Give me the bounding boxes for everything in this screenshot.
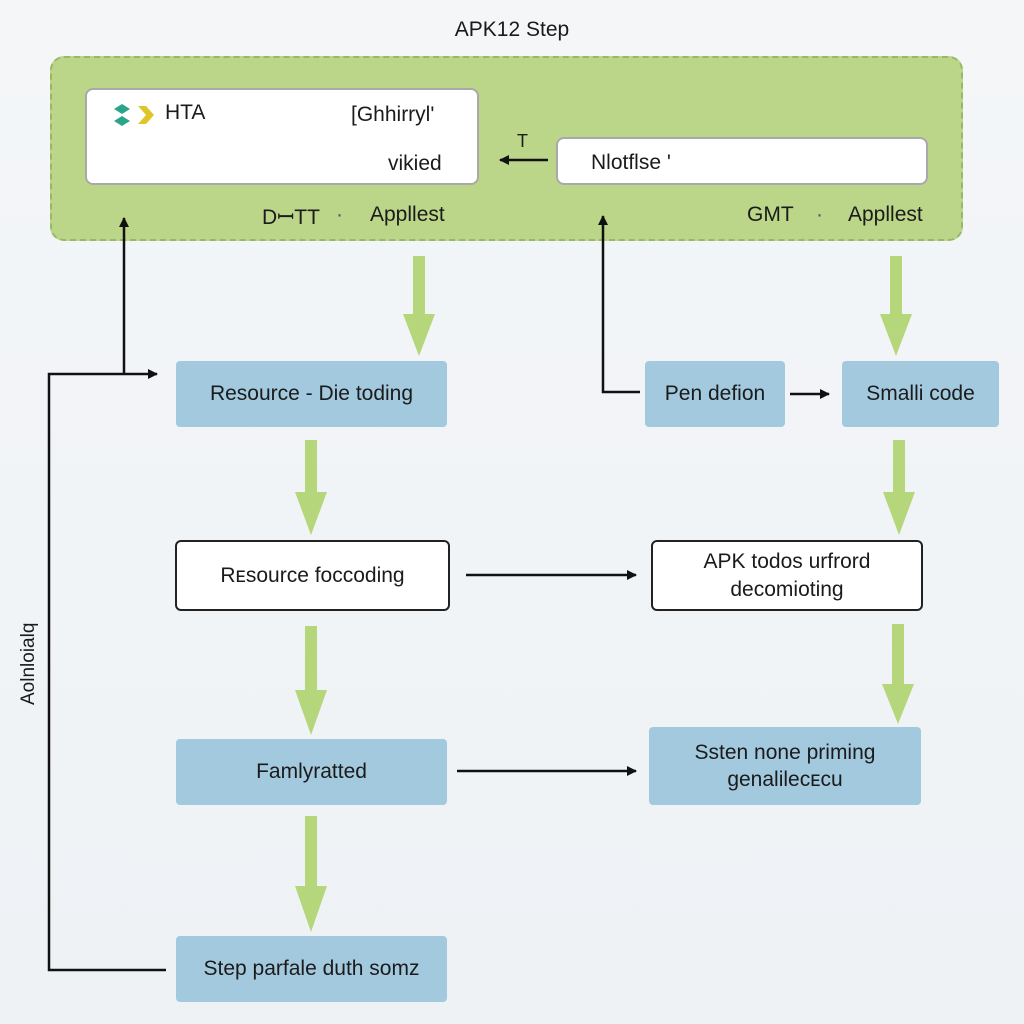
footer-left-value: Appllest (370, 203, 445, 226)
node-step-parfale: Step parfale duth somz (176, 936, 447, 1002)
green-arrow-4 (883, 440, 915, 535)
node-pen-defion: Pen defion (645, 361, 785, 427)
arrow-up-right (598, 215, 640, 394)
node-label: Resource - Die toding (209, 382, 414, 406)
right-box-text: Nlotflse ' (591, 151, 671, 174)
node-label: Famlyratted (256, 760, 367, 784)
double-chevron-logo-icon (114, 104, 154, 126)
green-arrow-1 (403, 256, 435, 356)
green-arrow-5 (295, 626, 327, 735)
node-resource-foccoding: Rᴇsource foccoding (175, 540, 450, 611)
diagram-title: APK12 Step (454, 18, 570, 41)
node-famlyratted: Famlyratted (176, 739, 447, 805)
right-info-box (556, 137, 928, 185)
node-label: Smalli code (866, 382, 975, 406)
node-ssten-none: Ssten none priming genalilecᴇcu (649, 727, 921, 805)
node-resource-die-toding: Resource - Die toding (176, 361, 447, 427)
green-arrow-6 (882, 624, 914, 724)
green-arrow-7 (295, 816, 327, 932)
green-arrow-3 (295, 440, 327, 535)
footer-right-value: Appllest (848, 203, 923, 226)
footer-right-label: GMT (747, 203, 794, 226)
footer-left-sep: · (336, 203, 343, 226)
left-info-box (85, 88, 479, 185)
green-arrow-2 (880, 256, 912, 356)
node-label: Step parfale duth somz (203, 957, 420, 981)
green-flow-arrows (295, 256, 915, 932)
node-label: Rᴇsource foccoding (220, 563, 405, 587)
arrow-label: T (517, 131, 528, 151)
node-label: Ssten none priming genalilecᴇcu (694, 740, 876, 791)
node-label: Pen defion (664, 382, 766, 406)
arrow-loop-left (47, 369, 166, 972)
footer-left-label: DꟷTT (262, 206, 320, 229)
left-box-top-right-text: [Ghhirryl' (351, 103, 435, 126)
node-label: APK todos urfrord decomioting (703, 550, 871, 601)
footer-right-sep: · (816, 203, 823, 226)
logo-text: HTA (165, 101, 206, 124)
node-smalli-code: Smalli code (842, 361, 999, 427)
side-vertical-label: Aolnloialq (18, 622, 39, 706)
left-box-bottom-text: vikied (388, 152, 442, 175)
node-apk-todos: APK todos urfrord decomioting (651, 540, 923, 611)
